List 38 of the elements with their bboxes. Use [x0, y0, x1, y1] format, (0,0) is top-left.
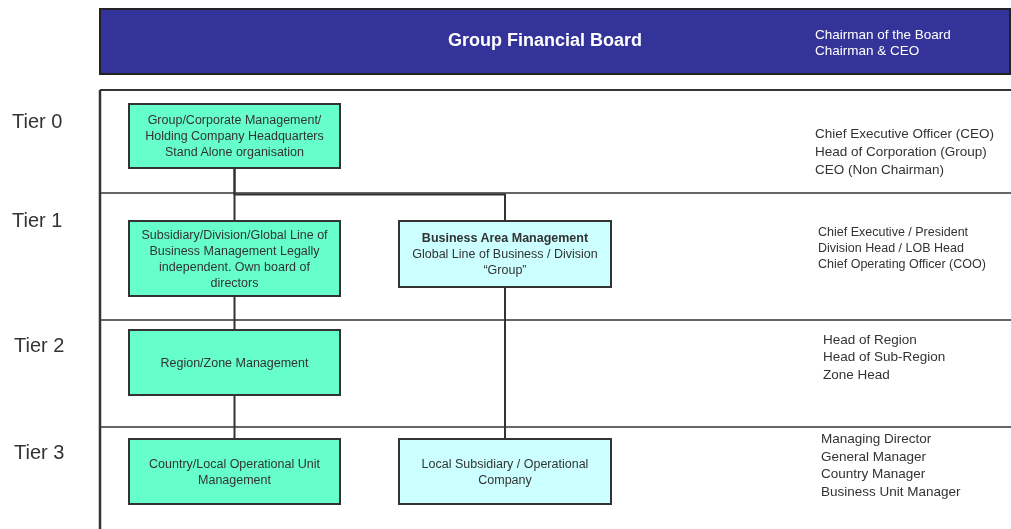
role-text: Business Unit Manager	[821, 484, 961, 499]
tier-label: Tier 0	[12, 110, 63, 133]
role-text: Head of Corporation (Group)	[815, 144, 987, 159]
role-text: Managing Director	[821, 431, 932, 446]
role-text: Chief Executive Officer (CEO)	[815, 126, 995, 141]
box-text: Subsidiary/Division/Global Line of Business Management Legally independent. Own board of directors	[140, 226, 329, 291]
role-text: General Manager	[821, 449, 927, 464]
role-text: Head of Sub-Region	[823, 349, 946, 364]
role-text: Chairman & CEO	[815, 43, 920, 59]
header-band	[99, 8, 1011, 75]
org-box	[398, 438, 612, 505]
role-text: Division Head / LOB Head	[818, 241, 964, 255]
connector-line	[233, 395, 236, 439]
connector-line	[233, 168, 506, 221]
box-text: Local Subsidiary / Operational Company	[420, 455, 590, 488]
box-heading: Business Area Management	[421, 230, 589, 246]
board-title: Group Financial Board	[448, 32, 643, 48]
role-text: Chief Executive / President	[818, 225, 969, 239]
role-text: Head of Region	[823, 332, 917, 347]
box-text: Global Line of Business / Division “Group”	[411, 246, 599, 278]
tier-label: Tier 3	[14, 441, 65, 464]
role-text: Chief Operating Officer (COO)	[818, 257, 986, 271]
box-text: Country/Local Operational Unit Management	[148, 455, 321, 488]
connector-line	[504, 287, 506, 439]
box-text: Group/Corporate Management/ Holding Company Headquarters Stand Alone organisation	[144, 112, 325, 160]
tier-label: Tier 2	[14, 334, 65, 357]
org-box	[128, 438, 341, 505]
connector-line	[233, 296, 236, 330]
role-text: Country Manager	[821, 466, 926, 481]
role-text: Chairman of the Board	[815, 27, 951, 43]
box-text: Region/Zone Management	[160, 354, 309, 371]
tier-label: Tier 1	[12, 209, 63, 232]
org-box	[128, 220, 341, 297]
role-text: CEO (Non Chairman)	[815, 162, 945, 177]
org-box	[398, 220, 612, 288]
role-text: Zone Head	[823, 367, 890, 382]
org-box	[128, 329, 341, 396]
org-box	[128, 103, 341, 169]
